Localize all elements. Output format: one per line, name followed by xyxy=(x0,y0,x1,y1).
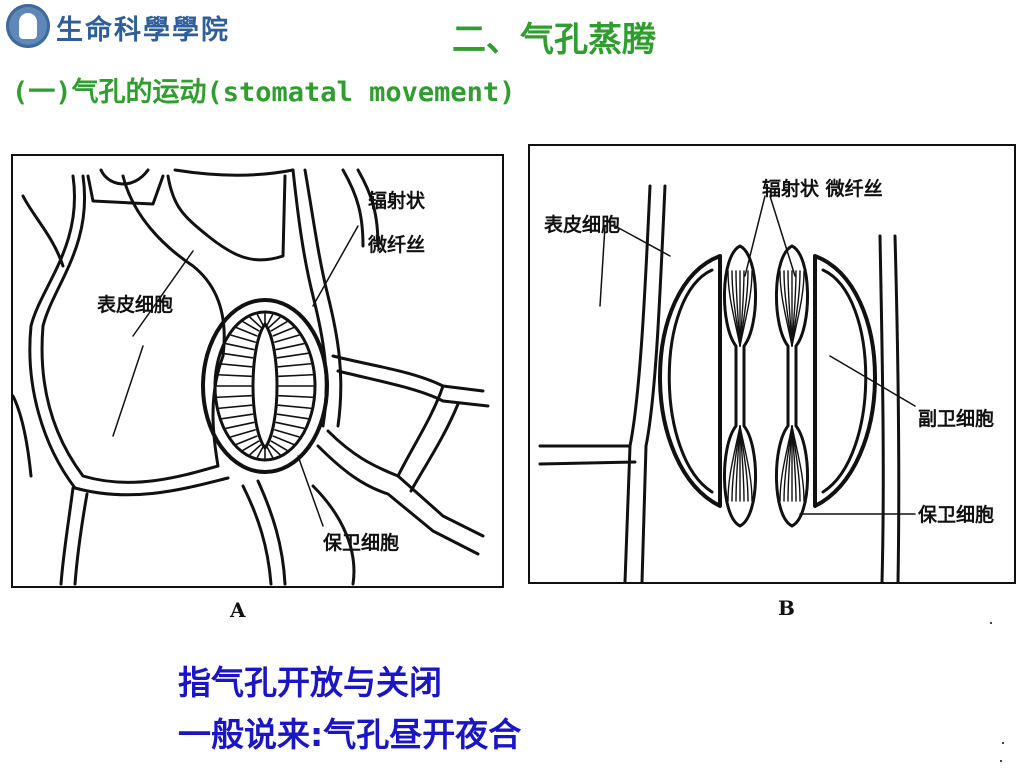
college-emblem-icon xyxy=(6,4,50,48)
figure-b-label-guard: 保卫细胞 xyxy=(918,504,995,526)
figure-a-caption: A xyxy=(230,598,246,622)
figure-a-label-guard: 保卫细胞 xyxy=(323,532,400,554)
figure-b-caption: B xyxy=(778,596,795,620)
logo-text: 生命科學學院 xyxy=(56,15,230,46)
figure-a-label-radial: 辐射状 xyxy=(368,190,426,212)
figure-a-diagram xyxy=(13,168,490,586)
figure-a-label-microfibril: 微纤丝 xyxy=(368,234,426,256)
figure-a-panel: 辐射状 微纤丝 表皮细胞 保卫细胞 xyxy=(11,154,504,588)
speck xyxy=(990,622,992,624)
speck xyxy=(1002,742,1004,744)
figure-b-panel: 表皮细胞 辐射状 微纤丝 副卫细胞 保卫细胞 xyxy=(528,144,1016,584)
speck xyxy=(1000,760,1002,762)
figure-b-diagram xyxy=(538,184,916,582)
college-logo: 生命科學學院 xyxy=(6,4,276,48)
section-subtitle: (一)气孔的运动(stomatal movement) xyxy=(12,77,516,108)
figure-b-label-radial-microfibril: 辐射状 微纤丝 xyxy=(762,178,883,200)
page-title: 二、气孔蒸腾 xyxy=(452,20,656,60)
figure-a-label-epidermal: 表皮细胞 xyxy=(97,294,174,316)
body-text-line-2: 一般说来:气孔昼开夜合 xyxy=(178,715,522,754)
body-text-line-1: 指气孔开放与关闭 xyxy=(178,663,442,702)
figure-b-label-subsidiary: 副卫细胞 xyxy=(918,408,995,430)
figure-b-label-epidermal: 表皮细胞 xyxy=(544,214,621,236)
